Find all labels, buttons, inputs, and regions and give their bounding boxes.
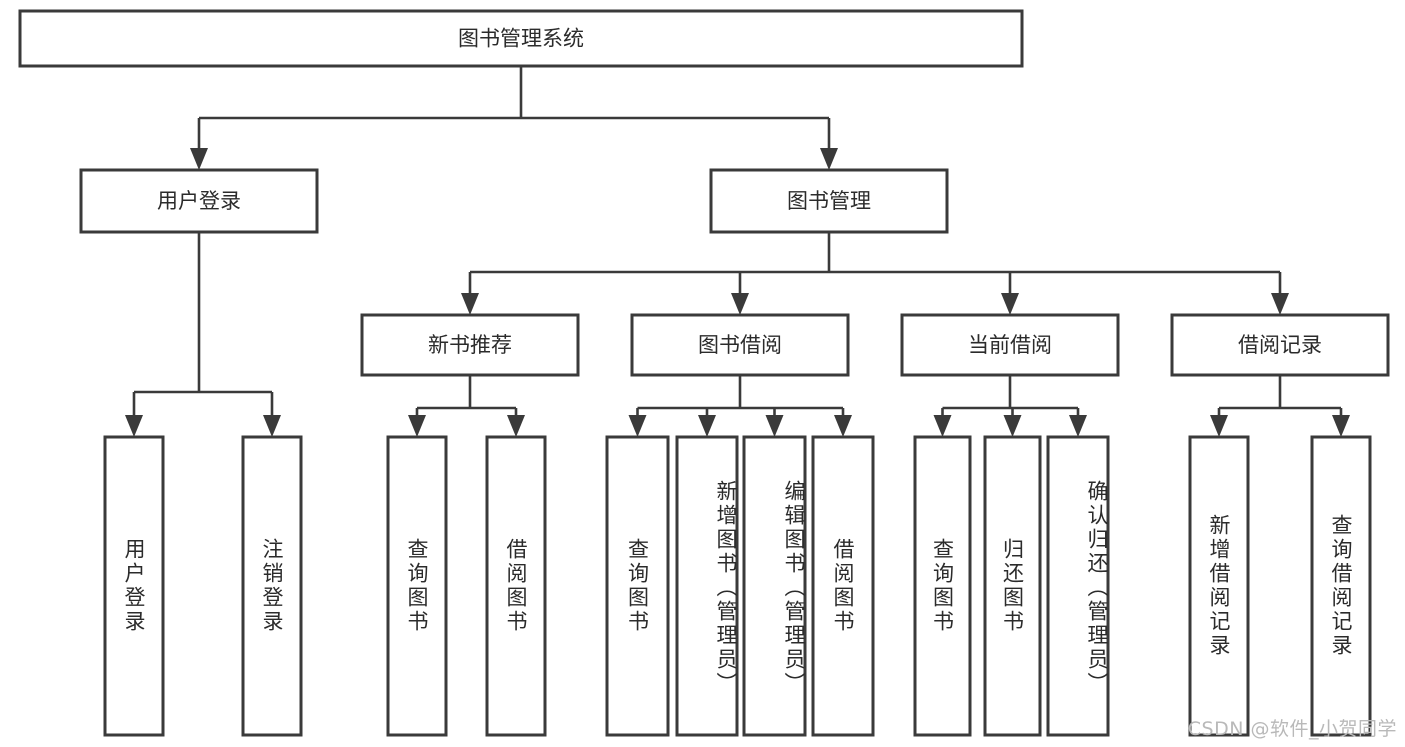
- leaf-node-leaf-query-book-1[interactable]: [386, 435, 448, 737]
- connector-layer: [125, 66, 1350, 437]
- arrow-head-icon: [628, 415, 647, 437]
- node-label: 借阅记录: [1238, 333, 1322, 357]
- node-current-borrow[interactable]: 当前借阅: [900, 313, 1120, 377]
- leaf-node-leaf-query-record[interactable]: [1310, 435, 1372, 737]
- leaf-node-leaf-query-book-2[interactable]: [605, 435, 670, 737]
- node-label: 图书管理系统: [458, 27, 584, 51]
- node-label: 当前借阅: [968, 333, 1052, 357]
- arrow-head-icon: [698, 415, 716, 437]
- arrow-head-icon: [731, 293, 749, 315]
- leaf-node-leaf-borrow-book-2[interactable]: [811, 435, 875, 737]
- arrow-head-icon: [125, 415, 143, 437]
- arrow-head-icon: [190, 148, 208, 170]
- arrow-head-icon: [507, 415, 525, 437]
- leaf-node-leaf-logout-login[interactable]: [241, 435, 303, 737]
- leaf-node-leaf-user-login[interactable]: [103, 435, 165, 737]
- leaf-node-leaf-borrow-book-1[interactable]: [485, 435, 547, 737]
- node-root-root[interactable]: 图书管理系统: [18, 9, 1024, 68]
- node-borrow-record[interactable]: 借阅记录: [1170, 313, 1390, 377]
- leaf-node-leaf-query-book-3[interactable]: [913, 435, 972, 737]
- arrow-head-icon: [1210, 415, 1228, 437]
- node-label: 图书管理: [787, 189, 871, 213]
- arrow-head-icon: [1332, 415, 1350, 437]
- arrow-head-icon: [933, 415, 952, 437]
- node-user-login[interactable]: 用户登录: [79, 168, 319, 234]
- arrow-head-icon: [1271, 293, 1289, 315]
- leaf-node-leaf-add-record[interactable]: [1188, 435, 1250, 737]
- arrow-head-icon: [820, 148, 838, 170]
- node-book-borrow[interactable]: 图书借阅: [630, 313, 850, 377]
- leaf-node-leaf-edit-book-admin[interactable]: [742, 435, 807, 737]
- leaf-node-leaf-return-book[interactable]: [983, 435, 1042, 737]
- node-label: 图书借阅: [698, 333, 782, 357]
- node-book-manage[interactable]: 图书管理: [709, 168, 949, 234]
- arrow-head-icon: [834, 415, 852, 437]
- arrow-head-icon: [408, 415, 426, 437]
- arrow-head-icon: [461, 293, 479, 315]
- arrow-head-icon: [1069, 415, 1087, 437]
- arrow-head-icon: [1003, 415, 1022, 437]
- node-label: 用户登录: [157, 189, 241, 213]
- arrow-head-icon: [1001, 293, 1019, 315]
- node-new-book-recommend[interactable]: 新书推荐: [360, 313, 580, 377]
- leaf-node-leaf-confirm-return[interactable]: [1046, 435, 1110, 737]
- node-label: 新书推荐: [428, 333, 512, 357]
- csdn-watermark: CSDN @软件_小贺同学: [1187, 718, 1397, 740]
- leaf-node-leaf-add-book-admin[interactable]: [675, 435, 739, 737]
- arrow-head-icon: [765, 415, 784, 437]
- arrow-head-icon: [263, 415, 281, 437]
